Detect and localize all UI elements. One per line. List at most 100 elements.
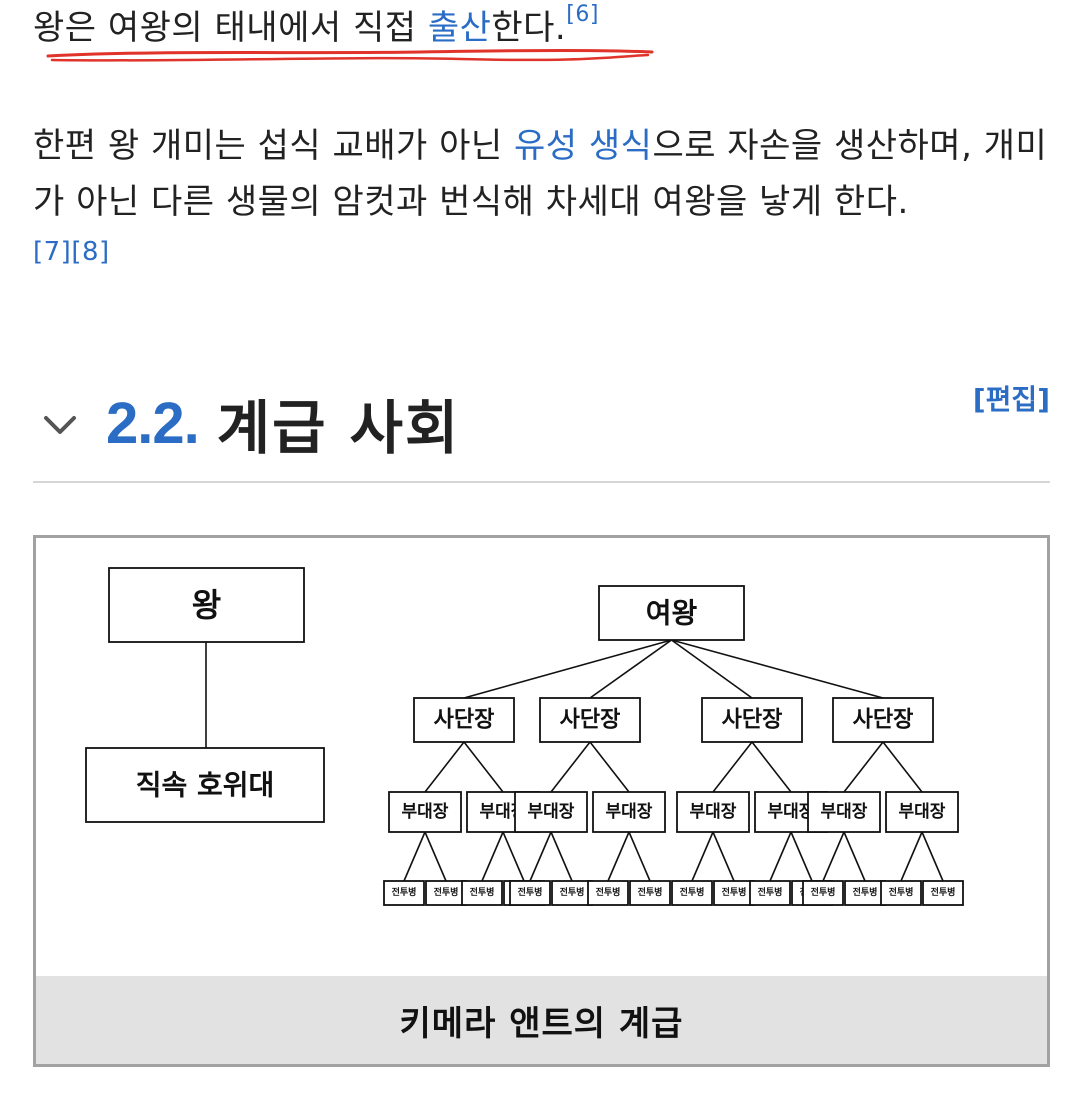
node-squad-leader-label: 부대장 — [528, 802, 575, 822]
paragraph-king-birth: 왕은 여왕의 태내에서 직접 출산한다.[6] — [33, 0, 599, 56]
node-squad-leader-label: 부대장 — [402, 802, 449, 822]
node-squad-leader-label: 부대장 — [899, 802, 946, 822]
node-squad-leader-label: 부대장 — [690, 802, 737, 822]
connector-line — [628, 831, 651, 882]
node-soldier: 전투병 — [880, 880, 922, 906]
node-squad-leader-label: 부대장 — [606, 802, 653, 822]
edit-section-link[interactable]: [편집] — [972, 383, 1050, 416]
node-soldier: 전투병 — [587, 880, 629, 906]
connector-line — [712, 741, 753, 793]
node-squad-leader-label: 부대장 — [768, 802, 815, 822]
node-soldier: 전투병 — [922, 880, 964, 906]
node-soldier-label: 전투병 — [434, 886, 459, 898]
paragraph-text: 으로 자손을 생산하며, 개미가 아닌 다른 생물의 암컷과 번식해 차세대 여… — [33, 126, 1048, 222]
node-division-leader-label: 사단장 — [560, 708, 621, 733]
node-soldier-label: 전투병 — [889, 886, 914, 898]
section-divider — [33, 481, 1050, 483]
node-division-leader: 사단장 — [832, 697, 934, 743]
connector-line — [463, 741, 504, 793]
node-soldier: 전투병 — [713, 880, 755, 906]
node-soldier: 전투병 — [425, 880, 467, 906]
connector-line — [751, 741, 792, 793]
node-soldier: 전투병 — [802, 880, 844, 906]
paragraph-text: 한다. — [491, 8, 567, 48]
node-soldier: 전투병 — [629, 880, 671, 906]
node-soldier: 전투병 — [383, 880, 425, 906]
connector-line — [607, 831, 630, 882]
node-division-leader-label: 사단장 — [434, 708, 495, 733]
node-division-leader: 사단장 — [413, 697, 515, 743]
node-soldier: 전투병 — [844, 880, 886, 906]
connector-line — [769, 831, 792, 882]
connector-line — [822, 831, 845, 882]
link-sexual-reproduction[interactable]: 유성 생식 — [514, 126, 653, 166]
node-division-leader: 사단장 — [539, 697, 641, 743]
node-squad-leader: 부대장 — [592, 791, 666, 833]
node-queen-label: 여왕 — [646, 597, 698, 630]
connector-line — [403, 831, 426, 882]
node-soldier: 전투병 — [461, 880, 503, 906]
node-soldier-label: 전투병 — [758, 886, 783, 898]
node-squad-leader: 부대장 — [807, 791, 881, 833]
connector-line — [882, 741, 923, 793]
node-royal-guard: 직속 호위대 — [85, 747, 325, 823]
connector-line — [790, 831, 813, 882]
node-soldier-label: 전투병 — [560, 886, 585, 898]
connector-line — [589, 741, 630, 793]
paragraph-text: 한편 왕 개미는 섭식 교배가 아닌 — [33, 126, 514, 166]
node-soldier-label: 전투병 — [680, 886, 705, 898]
figure-caption: 키메라 앤트의 계급 — [36, 976, 1047, 1064]
connector-line — [671, 639, 753, 699]
connector-line — [424, 831, 447, 882]
connector-line — [712, 831, 735, 882]
node-soldier-label: 전투병 — [638, 886, 663, 898]
connector-line — [843, 831, 866, 882]
node-squad-leader: 부대장 — [388, 791, 462, 833]
connector-line — [463, 639, 672, 699]
node-soldier-label: 전투병 — [931, 886, 956, 898]
node-king-label: 왕 — [192, 586, 221, 624]
node-division-leader: 사단장 — [701, 697, 803, 743]
connector-line — [900, 831, 923, 882]
connector-line — [550, 831, 573, 882]
connector-line — [671, 639, 884, 699]
connector-line — [691, 831, 714, 882]
node-squad-leader: 부대장 — [885, 791, 959, 833]
node-soldier-label: 전투병 — [853, 886, 878, 898]
node-soldier: 전투병 — [671, 880, 713, 906]
paragraph-king-reproduction: 한편 왕 개미는 섭식 교배가 아닌 유성 생식으로 자손을 생산하며, 개미가… — [33, 118, 1063, 272]
node-soldier: 전투병 — [509, 880, 551, 906]
connector-line — [550, 741, 591, 793]
link-birth[interactable]: 출산 — [427, 8, 492, 48]
reference-6[interactable]: [6] — [566, 2, 599, 27]
connector-line — [921, 831, 944, 882]
node-soldier-label: 전투병 — [470, 886, 495, 898]
node-soldier-label: 전투병 — [811, 886, 836, 898]
node-squad-leader: 부대장 — [514, 791, 588, 833]
red-underline-annotation — [46, 49, 654, 62]
node-soldier-label: 전투병 — [596, 886, 621, 898]
node-soldier-label: 전투병 — [392, 886, 417, 898]
node-division-leader-label: 사단장 — [853, 708, 914, 733]
connector-line — [589, 639, 672, 699]
reference-7-8[interactable]: [7][8] — [33, 237, 110, 267]
node-squad-leader-label: 부대장 — [821, 802, 868, 822]
node-royal-guard-label: 직속 호위대 — [136, 769, 275, 802]
connector-line — [843, 741, 884, 793]
connector-line — [529, 831, 552, 882]
node-soldier-label: 전투병 — [722, 886, 747, 898]
node-king: 왕 — [108, 567, 305, 643]
node-division-leader-label: 사단장 — [722, 708, 783, 733]
section-title: 계급 사회 — [216, 394, 461, 462]
node-queen: 여왕 — [598, 585, 745, 641]
node-soldier-label: 전투병 — [518, 886, 543, 898]
chevron-down-icon[interactable] — [40, 405, 80, 445]
node-soldier: 전투병 — [749, 880, 791, 906]
node-soldier: 전투병 — [551, 880, 593, 906]
section-heading[interactable]: 2.2. 계급 사회 — [40, 378, 460, 468]
connector-line — [424, 741, 465, 793]
paragraph-text: 왕은 여왕의 태내에서 직접 — [33, 8, 428, 48]
connector-line — [502, 831, 525, 882]
